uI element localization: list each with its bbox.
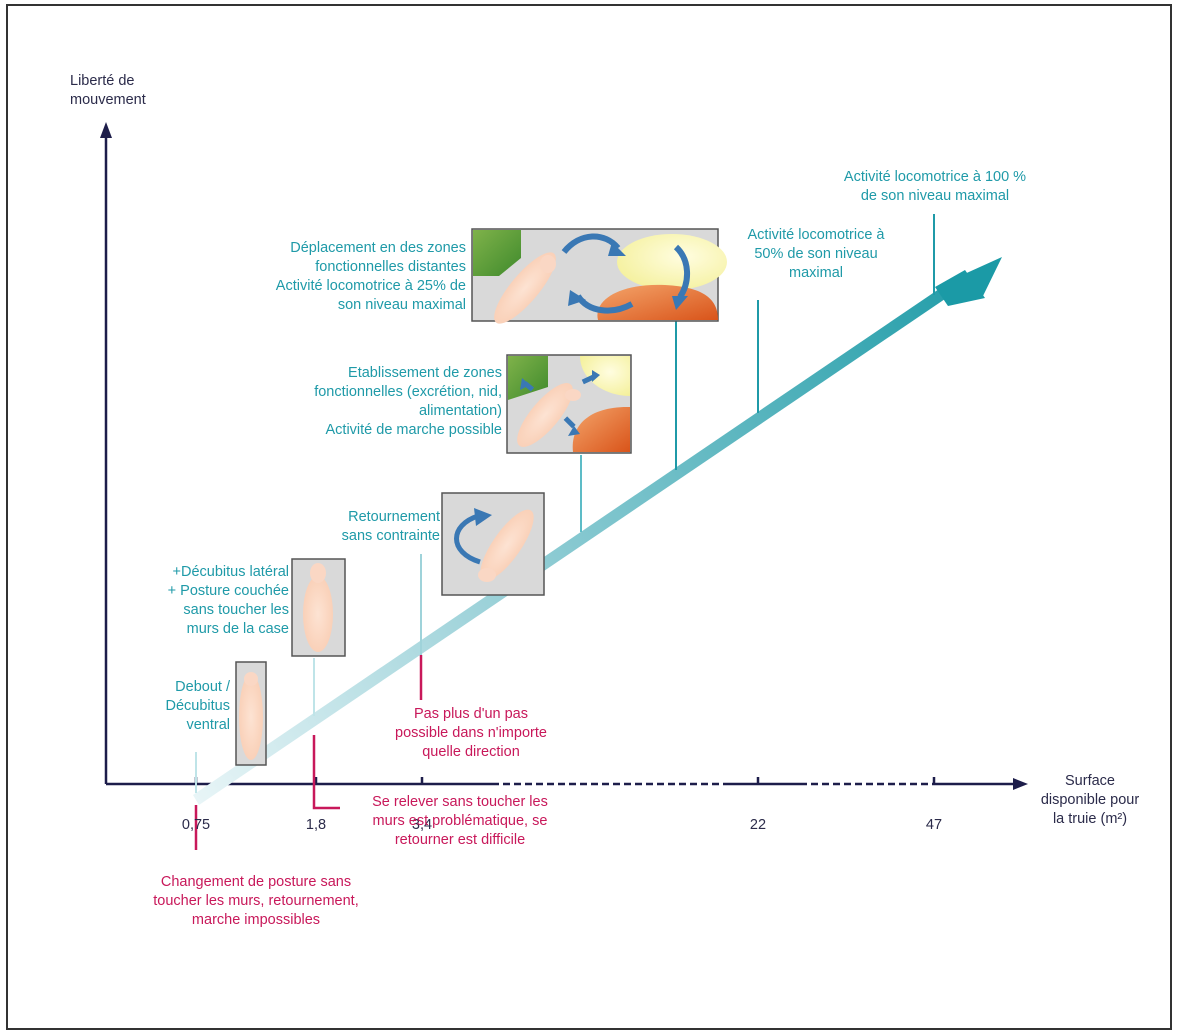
progress-arrow [193,257,1002,805]
lower-connectors [194,655,423,850]
milestone-activity-100: Activité locomotrice à 100 %de son nivea… [843,169,1027,204]
x-tick-label: 0,75 [181,817,211,833]
x-axis [106,778,1028,790]
pen-illustration-distant-zones [471,228,727,324]
x-tick-label: 22 [749,817,767,833]
x-tick-label: 47 [925,817,943,833]
figure-frame [6,4,1172,1030]
pen-illustration-standing [235,661,267,766]
upper-connectors [195,214,935,793]
x-tick-label: 1,8 [305,817,327,833]
pen-illustration-lying [291,558,346,657]
pen-illustration-turning [441,492,545,596]
x-tick-label: 3,4 [411,817,433,833]
pen-illustration-zones [506,354,632,454]
y-axis-arrowhead [100,122,112,138]
